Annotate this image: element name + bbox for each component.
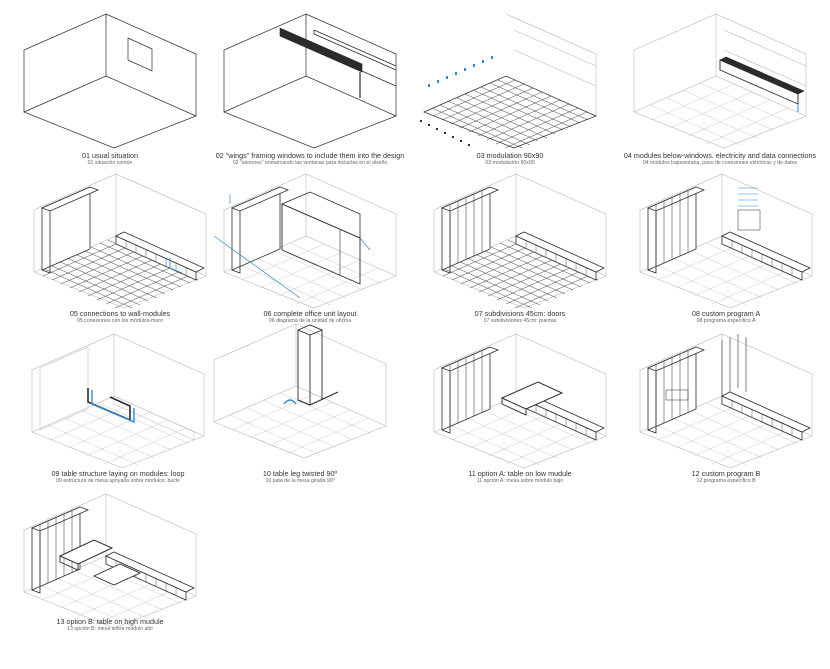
program-callouts [738, 187, 758, 207]
panel-subtitle: 08 programa específico A [696, 318, 756, 325]
panel-12-custom-program-b: 12 custom program B 12 programa específi… [626, 333, 826, 500]
diagram-09 [31, 333, 205, 469]
panel-01-usual-situation: 01 usual situation 01 situación común [10, 13, 210, 180]
caption-02: 02 "wings" framing windows to include th… [210, 151, 410, 167]
caption-12: 12 custom program B 12 programa específi… [626, 469, 826, 485]
diagram-05 [33, 173, 207, 309]
wing-frame [279, 27, 363, 73]
caption-06: 06 complete office unit layout 06 diagra… [210, 309, 410, 325]
diagram-10 [213, 323, 387, 459]
panel-subtitle: 04 módulos bajoventana, paso de conexion… [642, 160, 798, 167]
panel-subtitle: 11 opción A: mesa sobre módulo bajo [476, 478, 564, 485]
diagram-12 [639, 333, 813, 469]
panel-title: 06 complete office unit layout [263, 309, 357, 318]
caption-08: 08 custom program A 08 programa específi… [626, 309, 826, 325]
diagram-01 [23, 13, 197, 149]
panel-title: 04 modules below-windows. electricity an… [623, 151, 817, 160]
panel-title: 08 custom program A [691, 309, 761, 318]
panel-subtitle: 12 programa específico B [696, 478, 756, 485]
table-loop-blue [91, 390, 135, 424]
panel-11-option-a: 11 option A: table on low mudule 11 opci… [420, 333, 620, 500]
diagram-11 [433, 333, 607, 469]
caption-07: 07 subdivisions 45cm: doors 07 subdivisi… [420, 309, 620, 325]
diagram-03 [420, 13, 597, 149]
caption-01: 01 usual situation 01 situación común [10, 151, 210, 167]
panel-title: 03 modulation 90x90 [476, 151, 544, 160]
black-dimension-ticks [420, 120, 470, 146]
diagram-04 [633, 13, 807, 149]
panel-06-complete-layout: 06 complete office unit layout 06 diagra… [210, 173, 410, 340]
caption-10: 10 table leg twisted 90º 10 pata de la m… [200, 469, 400, 485]
panel-title: 09 table structure laying on modules: lo… [51, 469, 185, 478]
panel-title: 02 "wings" framing windows to include th… [215, 151, 405, 160]
panel-08-custom-program-a: 08 custom program A 08 programa específi… [626, 173, 826, 340]
table-high [58, 539, 114, 565]
panel-title: 05 connections to wall-modules [69, 309, 171, 318]
twisted-leg-blue [283, 399, 297, 405]
office-unit-box [281, 203, 361, 285]
panel-10-table-leg-twisted: 10 table leg twisted 90º 10 pata de la m… [200, 323, 400, 490]
table-loop-dark [87, 388, 131, 422]
diagram-13 [23, 493, 197, 629]
connection-line [169, 258, 183, 274]
table-low [92, 563, 142, 586]
panel-subtitle: 10 pata de la mesa girada 90º [265, 478, 335, 485]
panel-subtitle: 13 opción B: mesa sobre módulo alto [67, 626, 153, 633]
panel-02-wings: 02 "wings" framing windows to include th… [210, 13, 410, 180]
vertical-shaft [296, 324, 324, 405]
caption-09: 09 table structure laying on modules: lo… [18, 469, 218, 485]
caption-04: 04 modules below-windows. electricity an… [620, 151, 820, 167]
panel-subtitle: 02 "alerones" enmarcando las ventanas pa… [232, 160, 388, 167]
diagram-02 [223, 13, 397, 149]
panel-subtitle: 07 subdivisiones 45cm: puertas [483, 318, 557, 325]
panel-subtitle: 05 conexiones con los módulos-muro [77, 318, 163, 325]
caption-05: 05 connections to wall-modules 05 conexi… [20, 309, 220, 325]
diagram-08 [639, 173, 813, 309]
diagram-06 [213, 173, 397, 309]
panel-07-subdivisions: 07 subdivisions 45cm: doors 07 subdivisi… [420, 173, 620, 340]
blue-dimension-ticks [428, 56, 493, 87]
panel-subtitle: 06 diagrama de la unidad de oficina [268, 318, 352, 325]
panel-13-option-b: 13 option B: table on high mudule 13 opc… [10, 493, 210, 660]
panel-09-table-loop: 09 table structure laying on modules: lo… [18, 333, 218, 500]
panel-title: 13 option B: table on high mudule [56, 617, 164, 626]
panel-subtitle: 03 modulación 90x90 [485, 160, 535, 167]
panel-title: 11 option A: table on low mudule [468, 469, 572, 478]
table-top [500, 381, 564, 410]
panel-title: 01 usual situation [82, 151, 138, 160]
panel-title: 07 subdivisions 45cm: doors [474, 309, 566, 318]
diagram-07 [433, 173, 607, 309]
caption-03: 03 modulation 90x90 03 modulación 90x90 [410, 151, 610, 167]
panel-title: 12 custom program B [691, 469, 761, 478]
window-outline [127, 37, 153, 72]
panel-04-modules-below-windows: 04 modules below-windows. electricity an… [620, 13, 820, 180]
panel-05-connections: 05 connections to wall-modules 05 conexi… [20, 173, 220, 340]
dimension-line [213, 235, 301, 299]
below-window-module [719, 59, 799, 105]
caption-11: 11 option A: table on low mudule 11 opci… [420, 469, 620, 485]
panel-subtitle: 09 estructura de mesa apoyada sobre módu… [56, 478, 180, 485]
panel-03-modulation: 03 modulation 90x90 03 modulación 90x90 [410, 13, 610, 180]
panel-title: 10 table leg twisted 90º [262, 469, 338, 478]
panel-subtitle: 01 situación común [87, 160, 133, 167]
caption-13: 13 option B: table on high mudule 13 opc… [10, 617, 210, 633]
